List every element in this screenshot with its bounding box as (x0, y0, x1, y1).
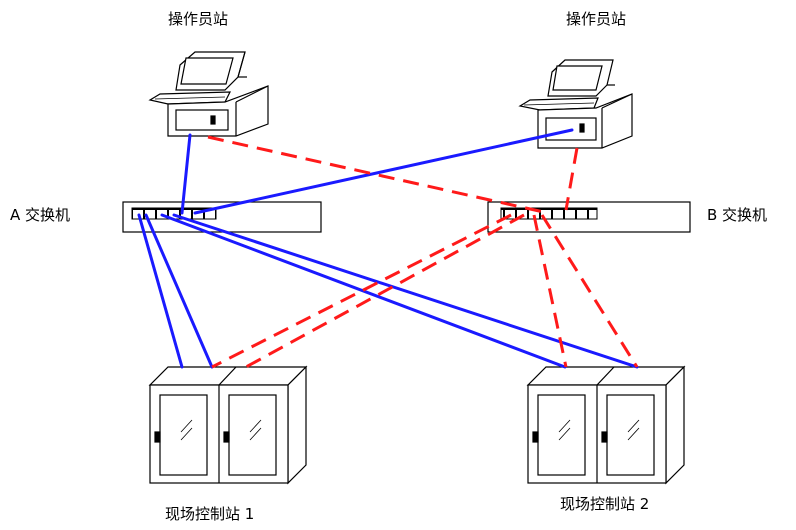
link-b-op1-to-switch-b (207, 135, 549, 215)
operator-station-1-label: 操作员站 (168, 10, 229, 28)
link-b-switch-b-to-fcs1-right (245, 213, 525, 369)
link-b-switch-b-to-fcs2-left (532, 214, 568, 368)
link-a-switch-a-to-fcs1-right (144, 213, 214, 369)
field-station-1-icon (148, 365, 308, 485)
link-a-switch-a-to-fcs1-left (137, 213, 184, 369)
field-station-2-label: 现场控制站 2 (560, 495, 650, 513)
operator-station-2-icon (518, 59, 633, 149)
field-station-1-label: 现场控制站 1 (165, 505, 255, 523)
link-b-op2-to-switch-b (564, 147, 579, 211)
link-a-op1-to-switch-a (180, 133, 192, 215)
switch-b-label: B 交换机 (707, 206, 768, 224)
link-b-switch-b-to-fcs2-right (540, 214, 639, 368)
field-station-2-icon (526, 365, 686, 485)
link-b-switch-b-to-fcs1-left (211, 213, 512, 369)
link-a-switch-a-to-fcs2-right (172, 213, 639, 369)
link-a-op2-to-switch-a (193, 128, 574, 215)
switch-a-label: A 交换机 (10, 206, 71, 224)
operator-station-2-label: 操作员站 (566, 10, 627, 28)
operator-station-1-icon (148, 51, 269, 137)
